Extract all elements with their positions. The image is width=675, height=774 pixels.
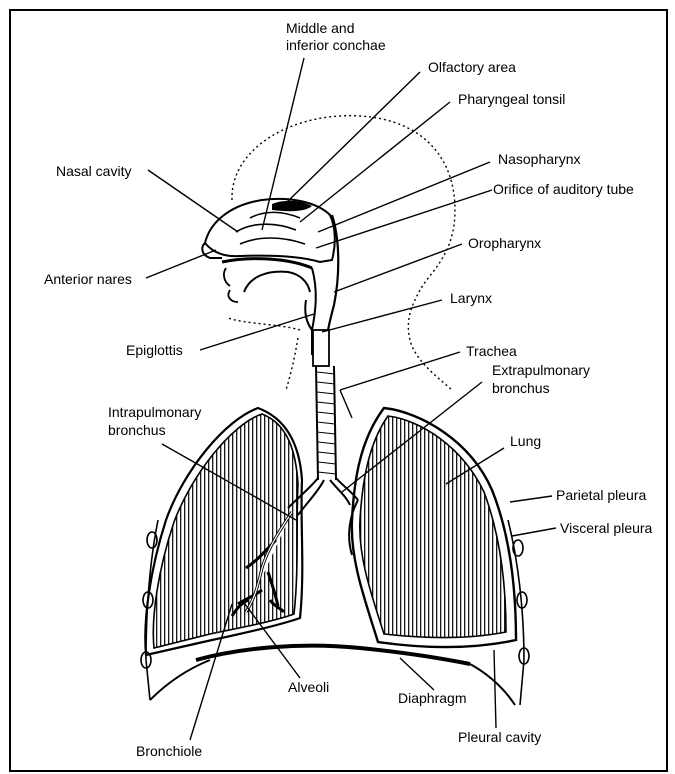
- label-extrapulmonary-bronchus-line2: bronchus: [492, 380, 550, 396]
- right-chest-wall: [508, 520, 529, 705]
- label-bronchiole: Bronchiole: [136, 743, 202, 759]
- nasal-cavity-shape: [205, 199, 335, 262]
- tongue: [244, 272, 310, 292]
- leader-lines: [146, 58, 556, 740]
- label-parietal-pleura: Parietal pleura: [556, 487, 646, 503]
- lips: [224, 268, 238, 302]
- label-nasal-cavity: Nasal cavity: [56, 163, 131, 179]
- label-pharyngeal-tonsil: Pharyngeal tonsil: [458, 91, 565, 107]
- label-oropharynx: Oropharynx: [468, 235, 541, 251]
- label-orifice-auditory-tube: Orifice of auditory tube: [493, 181, 634, 197]
- label-intrapulmonary-bronchus-line2: bronchus: [108, 422, 166, 438]
- left-lung-visceral: [153, 414, 298, 648]
- neck-outline: [228, 318, 300, 390]
- label-pleural-cavity: Pleural cavity: [458, 729, 541, 745]
- label-middle-inferior-conchae-line2: inferior conchae: [286, 37, 386, 53]
- trachea-rings: [317, 372, 336, 474]
- label-epiglottis: Epiglottis: [126, 342, 183, 358]
- label-visceral-pleura: Visceral pleura: [560, 520, 653, 536]
- right-lung-visceral: [360, 416, 506, 638]
- label-nasopharynx: Nasopharynx: [498, 151, 581, 167]
- label-intrapulmonary-bronchus-line1: Intrapulmonary: [108, 404, 201, 420]
- diaphragm-shape: [196, 646, 470, 664]
- label-larynx: Larynx: [450, 290, 492, 306]
- label-alveoli: Alveoli: [288, 679, 329, 695]
- label-anterior-nares: Anterior nares: [44, 271, 132, 287]
- larynx-shape: [313, 330, 329, 366]
- label-middle-inferior-conchae-line1: Middle and: [286, 20, 355, 36]
- trachea-left: [316, 366, 318, 480]
- label-trachea: Trachea: [466, 343, 517, 359]
- label-lung: Lung: [510, 433, 541, 449]
- label-diaphragm: Diaphragm: [398, 690, 466, 706]
- hard-palate: [222, 259, 312, 268]
- label-extrapulmonary-bronchus-line1: Extrapulmonary: [492, 362, 590, 378]
- trachea-right: [334, 366, 336, 480]
- label-olfactory-area: Olfactory area: [428, 59, 516, 75]
